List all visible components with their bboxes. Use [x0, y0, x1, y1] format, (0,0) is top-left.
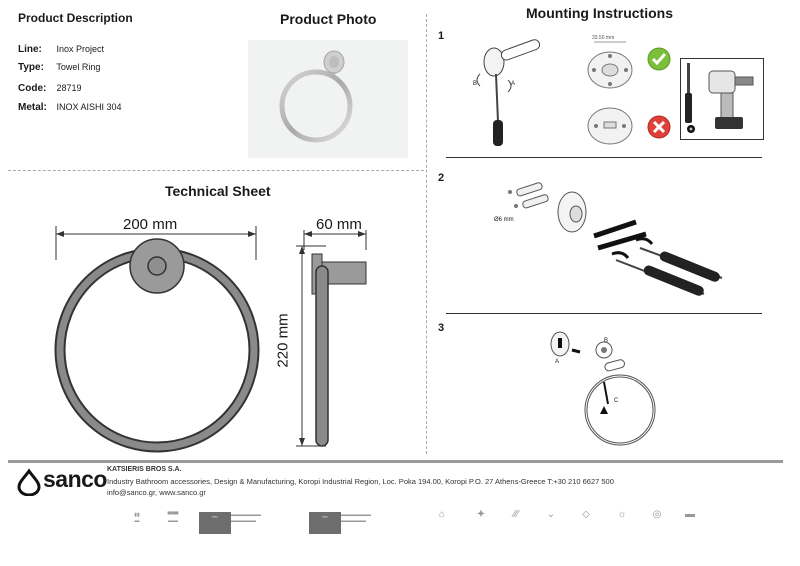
- spec-label: Line:: [18, 44, 42, 55]
- anti-corrosion-icon: ☼: [617, 509, 627, 520]
- technical-drawing: [54, 226, 367, 453]
- drill-diameter-label: Ø6 mm: [494, 217, 514, 223]
- label-a: A: [555, 359, 560, 365]
- depth-dimension-label: 60 mm: [316, 216, 362, 233]
- bath-product-icon: ⌂: [438, 509, 446, 520]
- stainless-icon: ◇: [582, 509, 590, 520]
- drill-icon: [685, 63, 754, 133]
- recycle-icon: ◎: [652, 509, 662, 520]
- height-dimension-label: 220 mm: [274, 313, 292, 368]
- company-name: KATSIERIS BROS S.A.: [107, 466, 182, 473]
- spec-row-code: Code: 28719: [18, 83, 82, 94]
- towel-ring-photo: [279, 50, 353, 143]
- spec-row-line: Line: Inox Project: [18, 44, 104, 55]
- warranty-12-icon: ✦: [476, 509, 486, 520]
- easy-install-icon: ⌄: [546, 509, 556, 520]
- product-photo-heading: Product Photo: [280, 11, 377, 27]
- label-b: B: [473, 81, 478, 87]
- tools-box: [680, 58, 764, 140]
- iso-14001-icon: ▪▪▪▪: [309, 512, 341, 534]
- sanco-logo-text: sanco: [43, 466, 107, 492]
- product-photo: [248, 40, 408, 158]
- step2-assembly-illustration: [508, 182, 723, 296]
- spec-value: Inox Project: [56, 44, 105, 54]
- section-divider: [8, 170, 424, 171]
- iso-9001-icon: ▪▪▪▪: [199, 512, 231, 534]
- company-address: Industry Bathroom accessories, Design & …: [107, 477, 614, 486]
- technical-sheet-heading: Technical Sheet: [165, 183, 271, 199]
- step-separator: [446, 313, 762, 314]
- iso-14001-text: ▬▬▬▬▬▬▬▬▬▬▬: [341, 512, 371, 524]
- spec-value: Towel Ring: [56, 62, 101, 72]
- column-divider: [426, 14, 427, 454]
- step-number: 2: [438, 172, 445, 184]
- spec-label: Type:: [18, 62, 44, 73]
- step-number: 1: [438, 30, 445, 42]
- spec-value: 28719: [56, 83, 82, 93]
- label-c: C: [614, 398, 619, 404]
- eco-icon: ▬: [685, 509, 695, 520]
- spec-label: Metal:: [18, 102, 47, 113]
- plate-dimension-label: 33.50 mm: [592, 35, 615, 41]
- label-a: A: [511, 81, 516, 87]
- made-in-greece-icon: ▀▀▀▬▬: [167, 512, 179, 524]
- quality-mark-icon: ▮▮▬: [134, 512, 140, 524]
- step3-assembly-illustration: [550, 331, 656, 446]
- brushed-finish-icon: ∕∕∕: [513, 509, 519, 520]
- cross-icon: [647, 115, 671, 139]
- step1-mounting-plates: [587, 41, 633, 145]
- width-dimension-label: 200 mm: [123, 216, 178, 233]
- sanco-logo-icon: [17, 468, 41, 496]
- footer-rule: [8, 460, 783, 463]
- check-icon: [647, 47, 671, 71]
- step1-screwdriver-illustration: [476, 39, 541, 146]
- step-number: 3: [438, 322, 445, 334]
- product-description-heading: Product Description: [18, 11, 133, 25]
- iso-9001-text: ▬▬▬▬▬▬▬▬▬▬▬: [231, 512, 261, 524]
- step-separator: [446, 157, 762, 158]
- mounting-heading: Mounting Instructions: [526, 5, 673, 21]
- spec-row-type: Type: Towel Ring: [18, 62, 100, 73]
- spec-label: Code:: [18, 83, 47, 94]
- label-b: B: [604, 338, 609, 344]
- spec-row-metal: Metal: INOX AISHI 304: [18, 102, 122, 113]
- company-contact: info@sanco.gr, www.sanco.gr: [107, 488, 206, 497]
- spec-value: INOX AISHI 304: [56, 102, 122, 112]
